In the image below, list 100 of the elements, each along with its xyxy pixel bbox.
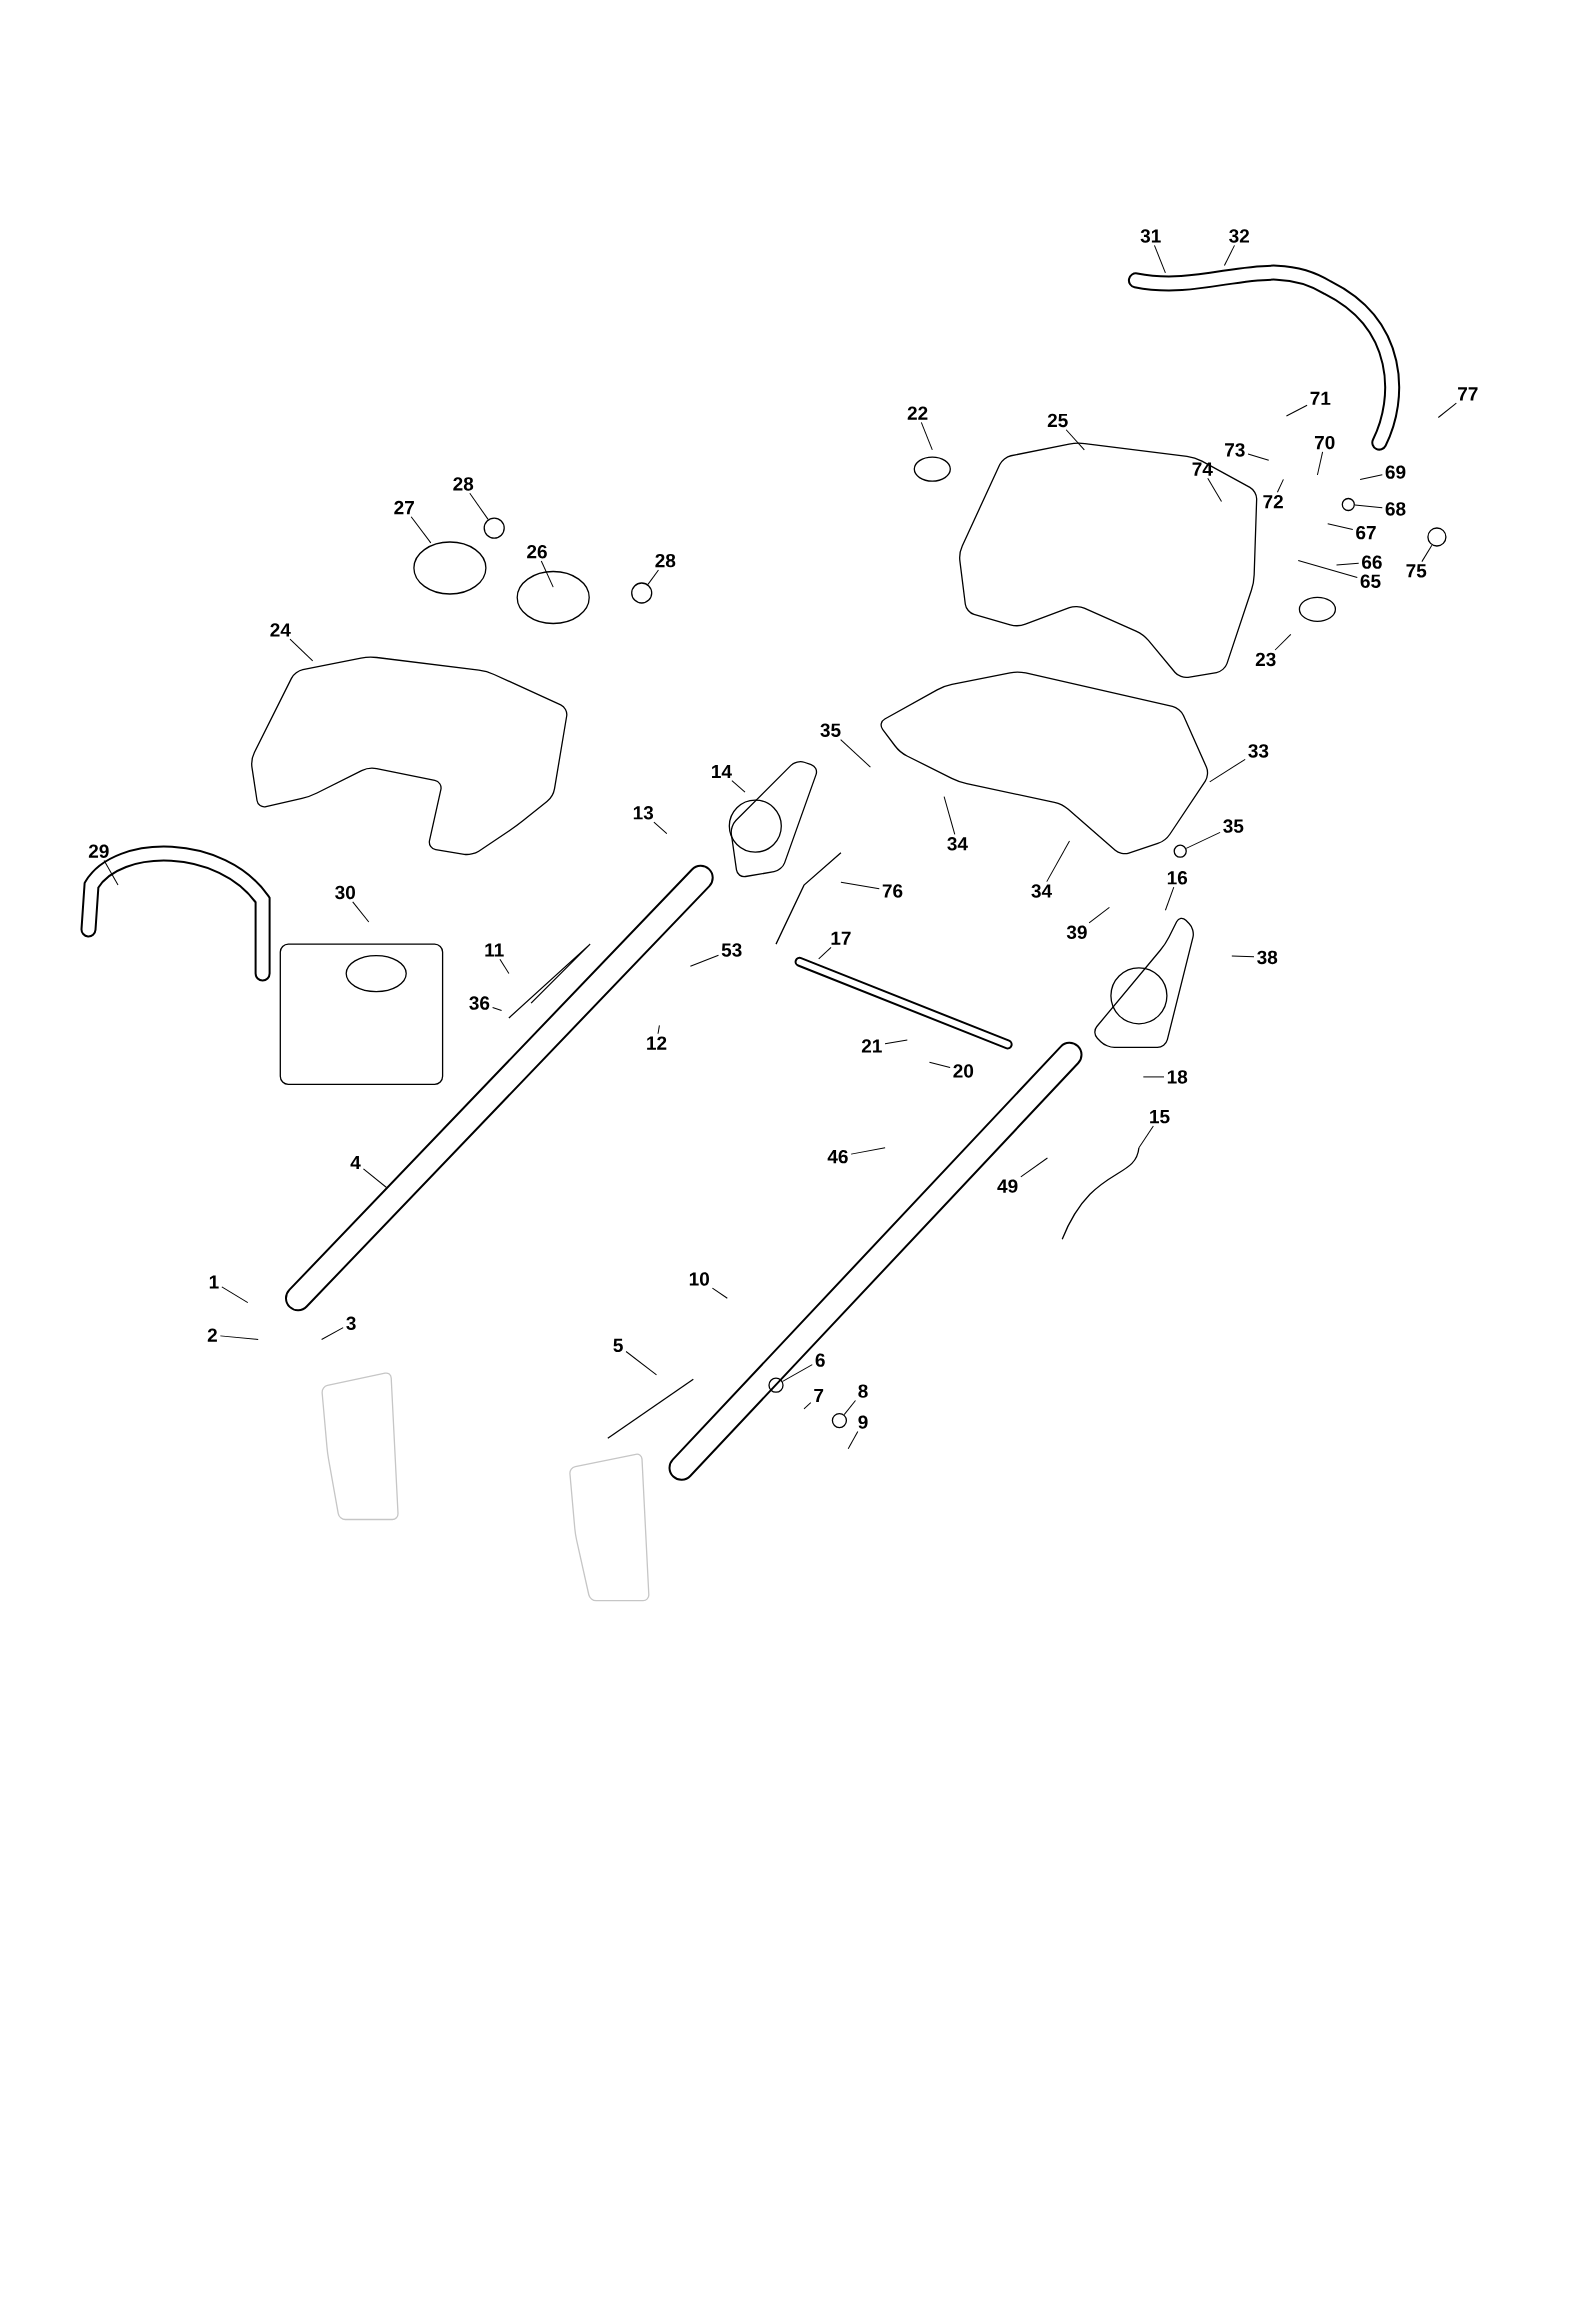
callout-number: 10 xyxy=(689,1272,709,1286)
callout-number: 3 xyxy=(346,1316,356,1331)
leader-line xyxy=(221,1286,249,1304)
leader-line xyxy=(469,492,489,520)
leader-line xyxy=(1223,244,1235,266)
callout-number: 70 xyxy=(1314,435,1335,450)
callout-number: 11 xyxy=(485,943,504,957)
callout-number: 65 xyxy=(1360,574,1381,588)
callout-number: 46 xyxy=(827,1149,848,1164)
leader-line xyxy=(352,901,370,923)
small-part xyxy=(483,517,505,539)
leader-line xyxy=(540,560,554,588)
leader-line xyxy=(1185,831,1221,849)
leader-line xyxy=(850,1147,886,1155)
callout-number: 73 xyxy=(1225,443,1245,457)
small-part xyxy=(1173,844,1187,858)
leader-line xyxy=(289,638,314,662)
callout-number: 25 xyxy=(1047,413,1068,428)
callout-number: 14 xyxy=(712,765,732,779)
callout-number: 75 xyxy=(1406,564,1427,578)
leader-line xyxy=(1142,1076,1165,1078)
leader-line xyxy=(1437,402,1457,418)
leader-line xyxy=(625,1351,657,1376)
leader-line xyxy=(492,1007,503,1011)
leader-line xyxy=(321,1327,344,1340)
callout-number: 30 xyxy=(335,885,355,900)
callout-number: 53 xyxy=(721,943,742,957)
leader-line xyxy=(499,958,510,975)
leader-line xyxy=(920,421,933,451)
leader-line xyxy=(1327,523,1354,531)
leader-line xyxy=(1046,840,1070,883)
callout-number: 34 xyxy=(1031,884,1052,898)
callout-number: 8 xyxy=(858,1384,868,1398)
small-part xyxy=(1341,497,1355,512)
callout-number: 66 xyxy=(1362,555,1382,569)
leader-line xyxy=(647,569,659,585)
callout-number: 17 xyxy=(831,931,851,945)
leader-line xyxy=(1359,474,1383,480)
leader-line xyxy=(928,1061,951,1069)
leader-line xyxy=(847,1431,859,1450)
leader-line xyxy=(711,1287,728,1299)
leader-line xyxy=(840,881,880,890)
leader-line xyxy=(731,780,746,793)
leader-line xyxy=(1336,562,1360,566)
callout-number: 16 xyxy=(1167,871,1188,885)
leader-line xyxy=(653,821,668,834)
callout-number: 68 xyxy=(1385,502,1406,516)
callout-number: 9 xyxy=(858,1415,868,1429)
callout-number: 24 xyxy=(270,623,291,637)
callout-number: 36 xyxy=(469,996,490,1010)
small-part xyxy=(831,1412,848,1429)
callout-number: 38 xyxy=(1257,950,1278,965)
leader-line xyxy=(803,1402,812,1410)
callout-number: 39 xyxy=(1066,925,1087,940)
small-part xyxy=(1427,527,1447,547)
callout-number: 28 xyxy=(453,477,474,491)
leader-line xyxy=(818,946,832,960)
callout-number: 28 xyxy=(655,553,676,568)
leader-line xyxy=(943,796,956,835)
callout-number: 2 xyxy=(207,1328,217,1342)
callout-number: 21 xyxy=(861,1039,882,1053)
leader-line xyxy=(657,1024,660,1035)
callout-number: 77 xyxy=(1458,387,1478,401)
callout-number: 69 xyxy=(1385,465,1406,479)
leader-line xyxy=(1316,451,1324,476)
callout-number: 35 xyxy=(820,723,841,737)
callout-number: 15 xyxy=(1150,1110,1170,1124)
leader-line xyxy=(1153,244,1166,274)
leader-line xyxy=(843,1400,856,1416)
callout-number: 33 xyxy=(1248,744,1269,758)
leader-line xyxy=(782,1364,813,1382)
callout-number: 6 xyxy=(815,1353,825,1367)
callout-number: 20 xyxy=(953,1064,974,1078)
small-part xyxy=(768,1377,784,1393)
callout-number: 32 xyxy=(1229,229,1249,243)
leader-line xyxy=(1088,906,1110,924)
callout-number: 27 xyxy=(394,500,414,515)
leader-line xyxy=(1207,477,1222,503)
leader-line xyxy=(1138,1125,1154,1149)
leader-line xyxy=(1354,504,1383,509)
leader-line xyxy=(1276,478,1284,493)
callout-number: 35 xyxy=(1223,819,1244,833)
callout-number: 22 xyxy=(907,406,928,420)
leader-line xyxy=(1231,955,1255,958)
leader-line xyxy=(840,739,871,768)
leader-line xyxy=(410,516,432,544)
leader-line xyxy=(362,1168,387,1188)
leader-line xyxy=(1065,429,1085,451)
callout-number: 71 xyxy=(1310,391,1331,405)
leader-line xyxy=(219,1335,259,1340)
callout-number: 29 xyxy=(88,844,109,858)
leader-line xyxy=(884,1039,908,1045)
callout-number: 23 xyxy=(1255,652,1276,667)
callout-number: 34 xyxy=(947,837,968,851)
leader-line xyxy=(1247,453,1270,461)
callout-number: 49 xyxy=(997,1179,1018,1193)
leader-line xyxy=(1297,560,1358,578)
callout-number: 4 xyxy=(350,1156,361,1170)
leader-line xyxy=(1209,758,1246,783)
callout-number: 76 xyxy=(882,884,903,898)
